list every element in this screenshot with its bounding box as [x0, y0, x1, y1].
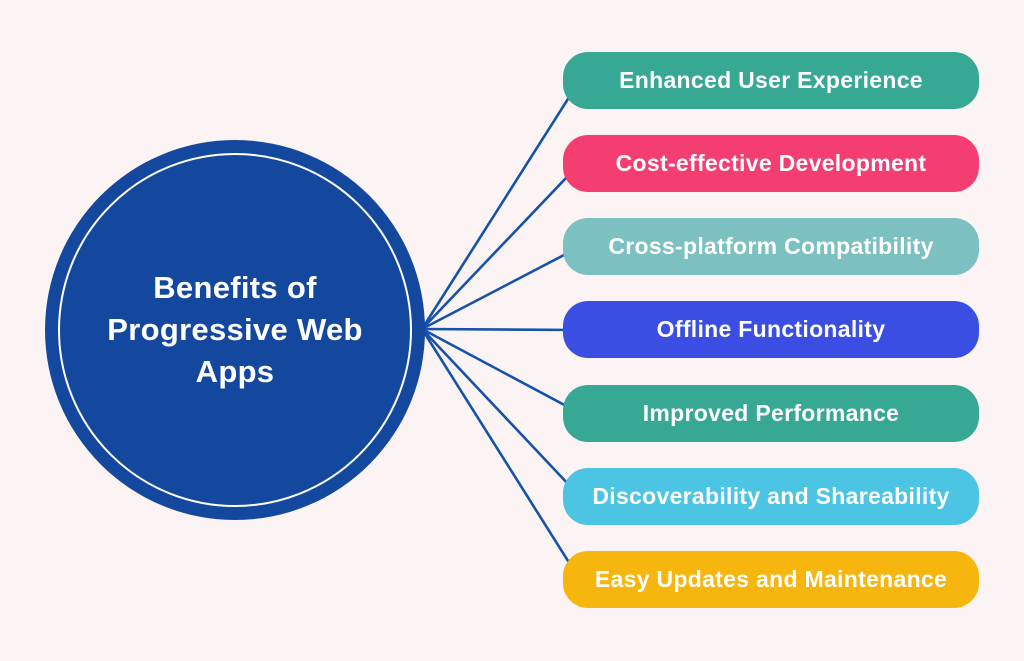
connector-line	[421, 162, 581, 330]
benefit-pill: Discoverability and Shareability	[563, 468, 979, 526]
benefit-label: Enhanced User Experience	[619, 66, 923, 93]
central-topic-circle: Benefits of Progressive Web Apps	[45, 140, 425, 520]
connector-line	[421, 327, 581, 415]
benefit-pill: Offline Functionality	[563, 301, 979, 359]
benefit-label: Offline Functionality	[656, 316, 886, 343]
benefit-pill: Cost-effective Development	[563, 134, 979, 192]
central-topic-title: Benefits of Progressive Web Apps	[107, 270, 363, 389]
benefit-label: Cross-platform Compatibility	[608, 233, 934, 260]
connector-line	[421, 245, 581, 331]
benefit-pill: Cross-platform Compatibility	[563, 218, 979, 276]
connector-line	[421, 328, 581, 498]
benefit-pill: Easy Updates and Maintenance	[563, 551, 979, 609]
connector-line	[421, 327, 581, 332]
benefit-label: Cost-effective Development	[615, 149, 927, 176]
connector-line	[420, 328, 582, 581]
connector-line	[420, 79, 582, 330]
benefit-pill: Improved Performance	[563, 384, 979, 442]
benefit-pill: Enhanced User Experience	[563, 51, 979, 109]
benefit-label: Improved Performance	[642, 399, 900, 426]
benefit-label: Discoverability and Shareability	[592, 483, 950, 510]
benefit-label: Easy Updates and Maintenance	[594, 566, 948, 593]
